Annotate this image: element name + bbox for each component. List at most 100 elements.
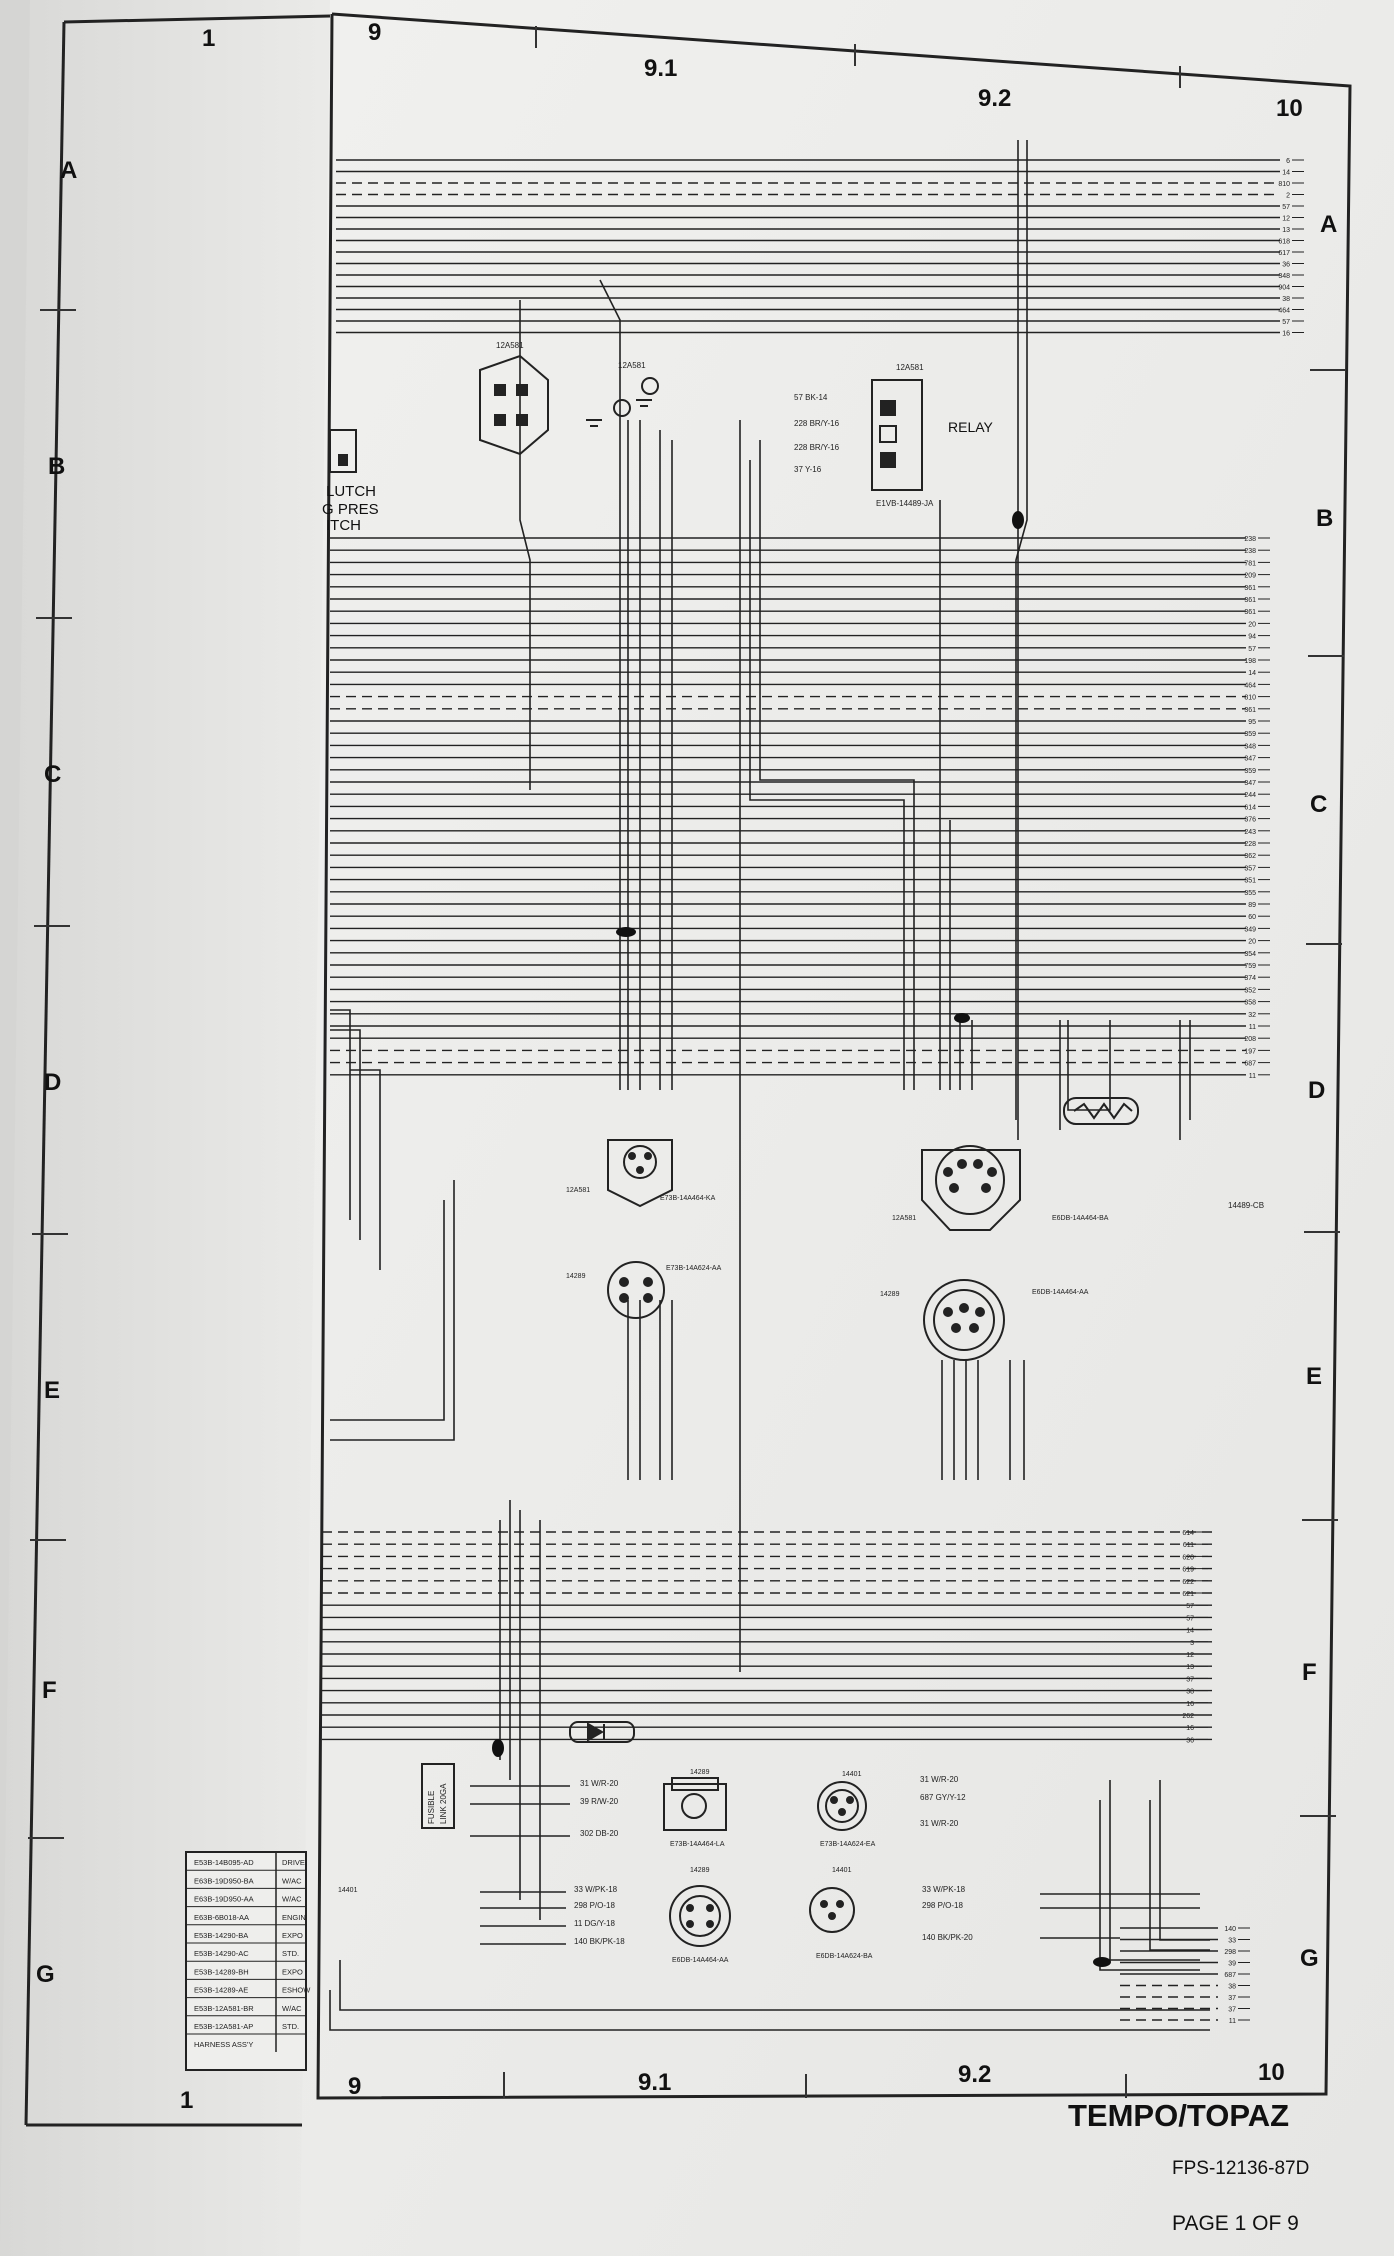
wire-label: 11 DG/Y-18 (574, 1919, 615, 1928)
wire-number: 348 (1278, 273, 1290, 280)
table-cell-part: HARNESS ASS'Y (194, 2040, 253, 2049)
connector-14289-right: 14289 E6DB-14A464-AA (880, 1279, 1089, 1361)
wire-number: 208 (1244, 1036, 1256, 1043)
wire-number: 14 (1248, 670, 1256, 677)
table-cell-desc: W/AC (282, 1876, 302, 1885)
page-number: PAGE 1 OF 9 (1172, 2212, 1299, 2235)
table-cell-part: E63B-6B018-AA (194, 1913, 249, 1922)
harness-parts-table: E53B-14B095-AD DRIVE E63B-19D950-BA W/AC E63… (185, 1851, 311, 2071)
wire-number: 622 (1182, 1579, 1194, 1586)
table-cell-desc: ENGIN (282, 1913, 306, 1922)
diagram-title: TEMPO/TOPAZ (1068, 2098, 1289, 2133)
table-cell-part: E53B-14290-BA (194, 1931, 248, 1940)
wire-number: 11 (1249, 1024, 1256, 1031)
table-cell-desc: W/AC (282, 2004, 302, 2013)
connector-12a581-right: 12A581 E6DB-14A464-BA (892, 1145, 1109, 1231)
wire-number: 140 (1224, 1926, 1236, 1933)
connector-label: 12A581 (566, 1187, 590, 1194)
row-label-left: A (60, 157, 77, 184)
part-number: E73B-14A464-LA (670, 1841, 725, 1848)
row-label-right: B (1316, 505, 1333, 532)
splice-points (492, 511, 1111, 1967)
wire-number: 12 (1282, 216, 1290, 223)
wire-number: 6 (1286, 158, 1290, 165)
wire-number: 60 (1248, 914, 1256, 921)
table-cell-part: E63B-19D950-BA (194, 1876, 254, 1885)
wire-label: 228 BR/Y-16 (794, 443, 840, 452)
wire-bundle-lower: 6146116206196226215757143121337381626216… (322, 1530, 1212, 1744)
connector-bottom-right-round: 14401 E6DB-14A624-BA (809, 1867, 873, 1960)
wire-number: 359 (1244, 768, 1256, 775)
wire-number: 16 (1186, 1725, 1194, 1732)
wire-number: 781 (1244, 560, 1256, 567)
bottom-wire-labels: 31 W/R-20 39 R/W-20 302 DB-20 33 W/PK-18… (574, 1775, 973, 1946)
wire-number: 361 (1244, 707, 1256, 714)
wire-label: 228 BR/Y-16 (794, 419, 840, 428)
wire-number: 32 (1248, 1012, 1256, 1019)
wire-number: 57 (1186, 1615, 1194, 1622)
wire-number: 57 (1282, 204, 1290, 211)
wire-number: 14 (1282, 170, 1290, 177)
wire-label: 37 Y-16 (794, 465, 822, 474)
col-label-top: 9.1 (644, 55, 677, 82)
wire-number: 57 (1186, 1603, 1194, 1610)
wire-label: 31 W/R-20 (920, 1819, 959, 1828)
wire-number: 228 (1244, 841, 1256, 848)
part-number: E73B-14A624-EA (820, 1841, 876, 1848)
table-cell-part: E53B-12A581-BR (194, 2004, 254, 2013)
grid-ticks (28, 26, 1346, 2098)
row-label-right: D (1308, 1077, 1325, 1104)
sheet-border (24, 12, 1352, 2127)
wire-number: 16 (1282, 331, 1290, 338)
wire-number: 36 (1282, 262, 1290, 269)
wire-bundle-middle: 2382387812093613613612094571981446481036… (330, 536, 1270, 1080)
wire-number: 209 (1244, 573, 1256, 580)
wire-label: 33 W/PK-18 (922, 1885, 966, 1894)
wire-number: 810 (1244, 695, 1256, 702)
col-label-bottom: 1 (180, 2087, 193, 2114)
table-cell-desc: STD. (282, 1949, 299, 1958)
wire-number: 618 (1278, 239, 1290, 246)
wire-number: 617 (1278, 250, 1290, 257)
ground-symbols: 12A581 (586, 361, 659, 427)
clutch-label: G PRES (322, 501, 379, 518)
row-label-right: G (1300, 1945, 1319, 1972)
wire-number: 262 (1182, 1713, 1194, 1720)
row-label-left: G (36, 1961, 55, 1988)
part-number: E73B-14A464-KA (660, 1195, 716, 1202)
part-number: 14489-CB (1228, 1201, 1264, 1210)
fusible-label: LINK 20GA (439, 1783, 448, 1824)
connector-label: 14289 (880, 1291, 900, 1298)
table-cell-desc: STD. (282, 2022, 299, 2031)
fusible-link: FUSIBLE LINK 20GA 14401 (338, 1763, 455, 1894)
wire-number: 464 (1244, 682, 1256, 689)
wire-number: 36 (1186, 1737, 1194, 1744)
wire-number: 354 (1244, 951, 1256, 958)
connector-label: 14289 (690, 1867, 710, 1874)
table-cell-part: E53B-14289-BH (194, 1967, 249, 1976)
wire-number: 619 (1182, 1567, 1194, 1574)
table-cell-desc: DRIVE (282, 1858, 305, 1867)
table-cell-part: E53B-14B095-AD (194, 1858, 254, 1867)
wire-number: 13 (1186, 1664, 1194, 1671)
wire-number: 197 (1244, 1048, 1256, 1055)
table-cell-desc: EXPO (282, 1967, 303, 1976)
wire-number: 358 (1244, 1000, 1256, 1007)
connector-label: 14289 (690, 1769, 710, 1776)
connector-label: 14401 (832, 1867, 852, 1874)
wire-number: 244 (1244, 792, 1256, 799)
wire-number: 810 (1278, 181, 1290, 188)
row-label-right: C (1310, 791, 1327, 818)
part-number: E73B-14A624-AA (666, 1265, 722, 1272)
clutch-label: ITCH (326, 517, 361, 534)
wire-number: 614 (1182, 1530, 1194, 1537)
table-cell-part: E63B-19D950-AA (194, 1895, 254, 1904)
relay-label: RELAY (948, 419, 994, 435)
wire-number: 361 (1244, 585, 1256, 592)
connector-12a581-middle: 12A581 E73B-14A464-KA (566, 1139, 716, 1208)
connector-label: 12A581 (496, 341, 524, 350)
wire-number: 759 (1244, 963, 1256, 970)
